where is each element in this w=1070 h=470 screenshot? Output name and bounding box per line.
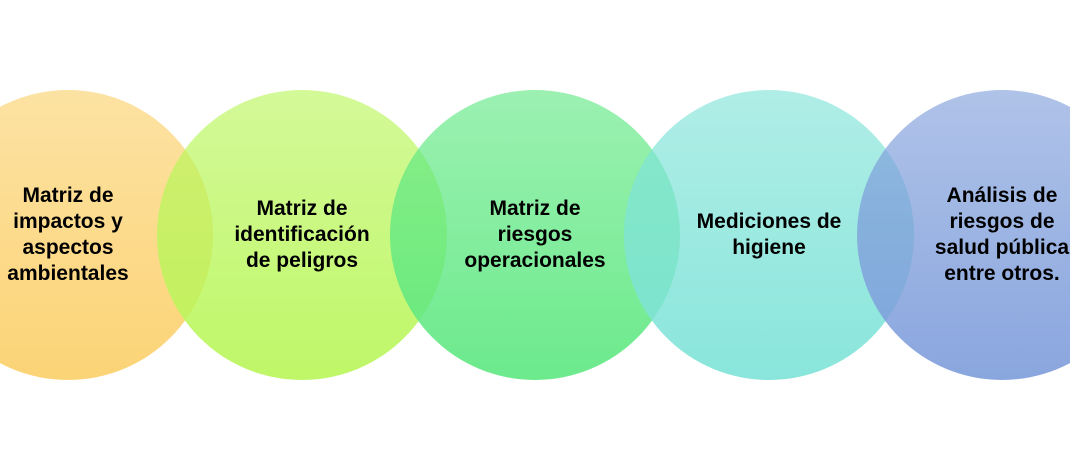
circle-node-3: [390, 90, 680, 380]
circle-label-3: Matriz de riesgos operacionales: [464, 196, 606, 273]
circle-node-5: [857, 90, 1070, 380]
circle-label-1: Matriz de impactos y aspectos ambientale…: [7, 183, 129, 286]
circle-node-2: [157, 90, 447, 380]
circle-node-1: [0, 90, 213, 380]
circle-label-2: Matriz de identificación de peligros: [234, 196, 370, 273]
circle-label-5: Análisis de riesgos de salud pública ent…: [934, 183, 1070, 286]
circle-label-4: Mediciones de higiene: [696, 209, 842, 259]
circle-node-4: [624, 90, 914, 380]
